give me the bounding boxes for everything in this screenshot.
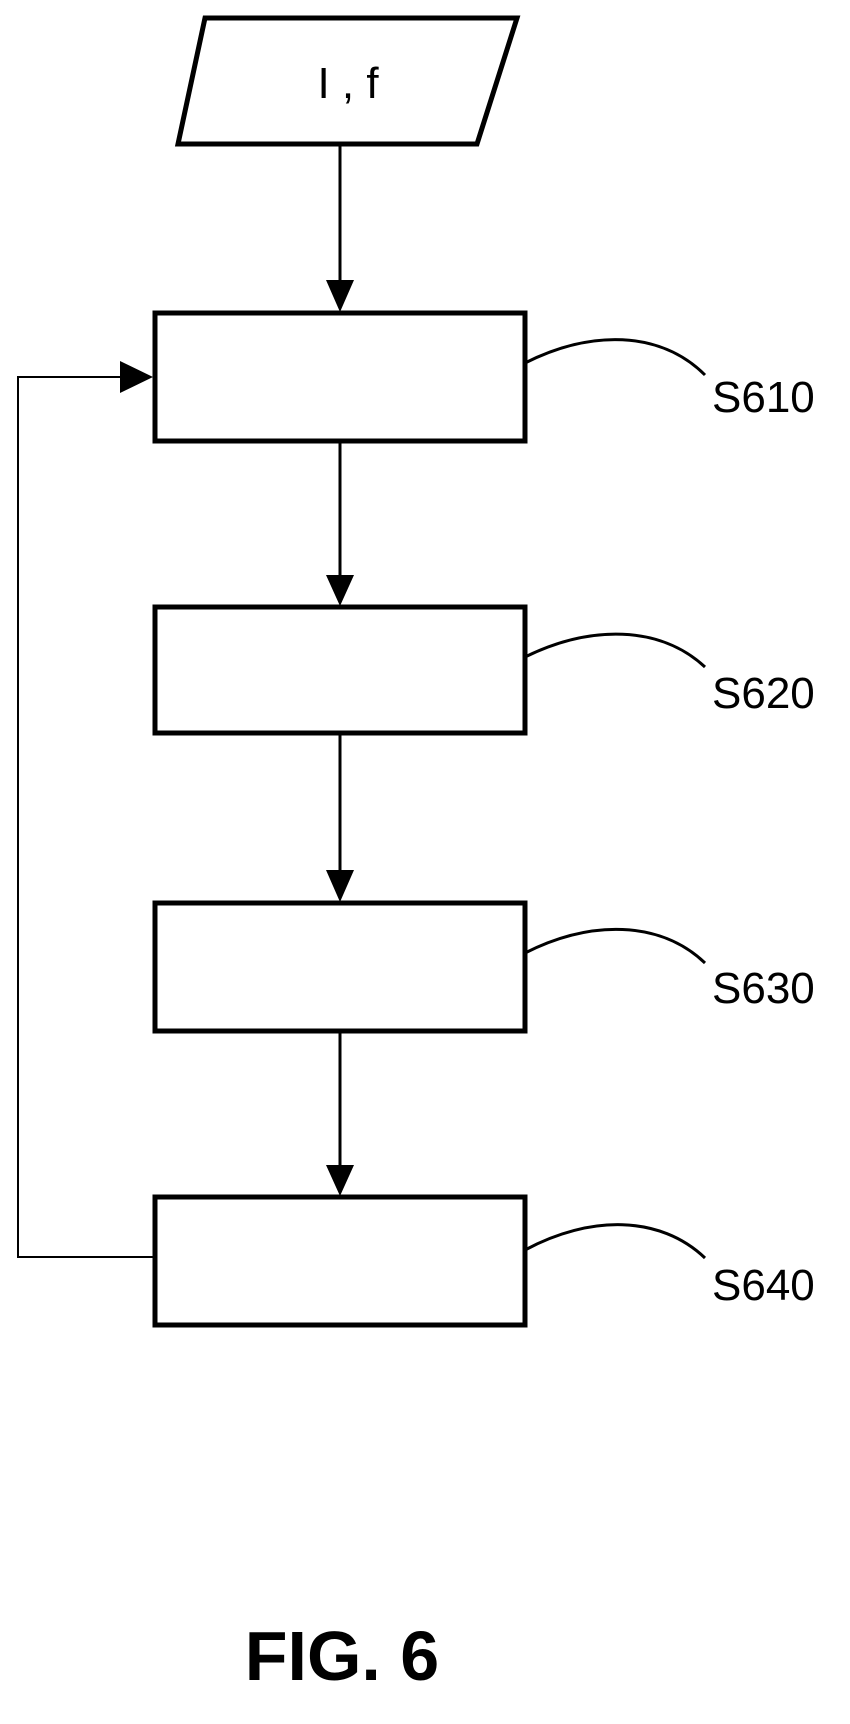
loop-back-arrow — [18, 361, 155, 1257]
step-1-box — [155, 313, 525, 441]
arrow-input-to-step-1 — [326, 144, 354, 312]
step-4: S640 — [155, 1197, 815, 1325]
step-4-label: S640 — [712, 1261, 815, 1310]
input-label: I , f — [317, 59, 379, 108]
step-2-box — [155, 607, 525, 733]
arrow-step-2-to-step-3 — [326, 733, 354, 902]
step-1-leader — [525, 340, 705, 375]
arrow-step-3-to-step-4 — [326, 1031, 354, 1196]
step-3-box — [155, 903, 525, 1031]
step-1: S610 — [155, 313, 815, 441]
step-3-label: S630 — [712, 964, 815, 1013]
step-4-box — [155, 1197, 525, 1325]
arrow-step-1-to-step-2 — [326, 441, 354, 606]
step-4-leader — [525, 1225, 705, 1258]
step-1-label: S610 — [712, 373, 815, 422]
step-2-label: S620 — [712, 669, 815, 718]
step-3: S630 — [155, 903, 815, 1031]
input-block: I , f — [178, 18, 517, 144]
figure-caption: FIG. 6 — [245, 1617, 439, 1695]
step-3-leader — [525, 929, 705, 963]
step-2: S620 — [155, 607, 815, 733]
step-2-leader — [525, 634, 705, 667]
